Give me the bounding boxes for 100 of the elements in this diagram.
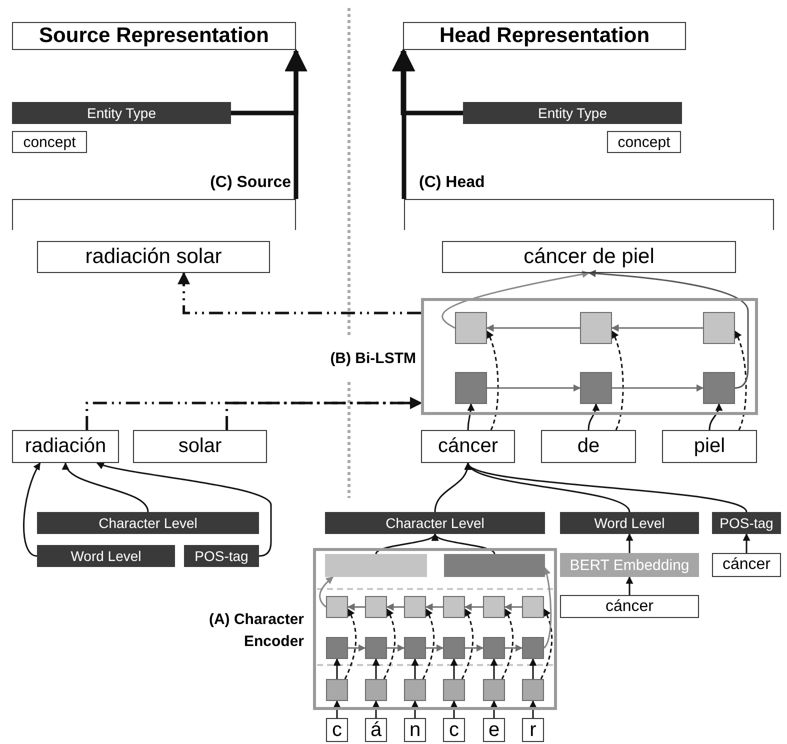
arrow (425, 603, 443, 611)
arrow (422, 608, 435, 680)
arrow (372, 700, 380, 718)
arrow (231, 48, 308, 116)
arrow (734, 330, 747, 430)
lstm-cell (365, 596, 387, 618)
input-cell (522, 679, 544, 701)
input-cell (483, 679, 505, 701)
arrow (383, 608, 396, 680)
arrow (490, 700, 498, 718)
word-box: cáncer (421, 430, 515, 463)
character-box: r (522, 718, 544, 742)
word-box: de (541, 430, 636, 463)
arrow (505, 644, 523, 652)
input-cell (365, 679, 387, 701)
word-box: radiación (12, 430, 119, 463)
lstm-cell (580, 372, 612, 404)
representation-box: Head Representation (403, 22, 686, 50)
word-box: solar (133, 430, 267, 463)
arrow (344, 608, 357, 680)
arrow (464, 603, 483, 611)
section-title: (C) Head (419, 174, 485, 192)
feature-bar: Character Level (325, 512, 545, 534)
arrow (178, 272, 421, 314)
section-title: (C) Source (210, 174, 291, 192)
lstm-cell (326, 637, 348, 659)
arrow (434, 533, 496, 554)
arrow (611, 324, 703, 332)
lstm-cell (580, 312, 612, 344)
word-box: cáncer (560, 595, 699, 618)
arrow (486, 330, 499, 430)
feature-bar: POS-tag (184, 545, 259, 567)
arrow (411, 700, 419, 718)
hidden-state-bar (325, 554, 427, 577)
feature-bar: Entity Type (12, 102, 231, 124)
feature-bar: Word Level (560, 512, 699, 534)
arrow (442, 270, 590, 329)
arrow (543, 567, 552, 648)
arrow (490, 658, 498, 679)
arrow (465, 644, 484, 652)
lstm-cell (483, 596, 505, 618)
arrow (626, 533, 634, 553)
feature-bar: Word Level (37, 545, 175, 567)
arrow (348, 644, 366, 652)
lstm-cell (326, 596, 348, 618)
feature-bar: Character Level (37, 512, 259, 534)
value-box: concept (12, 131, 87, 153)
input-cell (443, 679, 465, 701)
arrow (392, 48, 463, 116)
lstm-cell (404, 637, 426, 659)
arrow (540, 608, 553, 680)
arrow (23, 462, 41, 557)
arrow (611, 330, 624, 430)
arrow (96, 462, 272, 557)
character-box: e (483, 718, 505, 742)
lstm-cell (443, 596, 465, 618)
arrow (501, 608, 514, 680)
lstm-cell (443, 637, 465, 659)
lstm-cell (483, 637, 505, 659)
arrow (588, 403, 600, 430)
value-box: concept (607, 131, 681, 153)
arrow (504, 603, 522, 611)
arrow (612, 384, 704, 392)
lstm-cell (455, 372, 487, 404)
arrow (450, 700, 458, 718)
arrow (588, 270, 749, 389)
lstm-cell (365, 637, 387, 659)
feature-bar: POS-tag (712, 512, 781, 534)
feature-bar: Entity Type (463, 102, 682, 124)
arrow (64, 462, 149, 512)
arrow (467, 462, 748, 513)
embedding-bar: BERT Embedding (560, 553, 699, 577)
arrow (347, 603, 365, 611)
lstm-cell (703, 372, 735, 404)
arrow (529, 658, 537, 679)
arrow (386, 603, 404, 611)
phrase-box: radiación solar (37, 241, 270, 273)
arrow (426, 644, 444, 652)
arrow (333, 658, 341, 679)
arrow (226, 396, 422, 430)
representation-box: Source Representation (12, 22, 296, 50)
arrow (742, 533, 750, 553)
input-cell (404, 679, 426, 701)
character-box: n (404, 718, 426, 742)
hidden-state-bar (444, 554, 545, 577)
arrow (372, 658, 380, 679)
group-title: (A) Character Encoder (208, 610, 304, 652)
arrow (333, 700, 341, 718)
arrow (450, 658, 458, 679)
arrow (708, 403, 722, 430)
lstm-cell (703, 312, 735, 344)
arrow (461, 608, 474, 680)
arrow (319, 576, 334, 608)
group-title: (B) Bi-LSTM (329, 350, 416, 367)
lstm-cell (522, 596, 544, 618)
arrow (411, 658, 419, 679)
arrow (387, 644, 405, 652)
lstm-cell (522, 637, 544, 659)
character-box: c (326, 718, 348, 742)
input-cell (326, 679, 348, 701)
